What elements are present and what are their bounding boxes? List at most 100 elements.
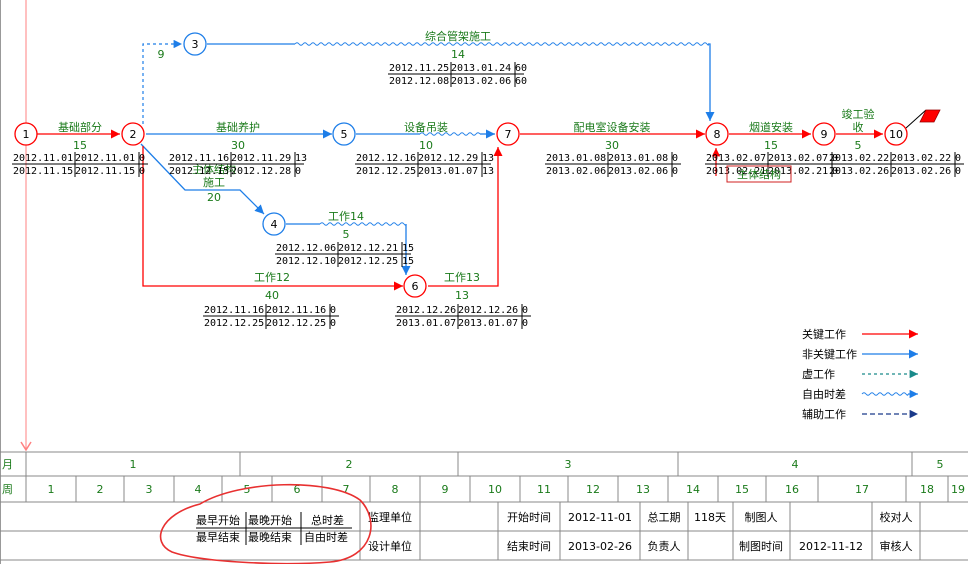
activity-name-1-2: 基础部分: [58, 120, 102, 134]
date-ls: 2012.11.01: [75, 153, 135, 164]
date-ls: 2012.11.29: [231, 153, 291, 164]
activity-duration-9-10: 5: [855, 139, 862, 152]
arrow-2-4[interactable]: [140, 143, 265, 215]
date-ff: 0: [672, 166, 678, 177]
node-7-label: 7: [505, 128, 512, 141]
node-10[interactable]: 10: [884, 122, 908, 146]
node-4[interactable]: 4: [262, 212, 286, 236]
date-lf: 2012.12.28: [231, 166, 291, 177]
date-ff: 60: [515, 76, 527, 87]
node-2[interactable]: 2: [121, 122, 145, 146]
activity-name-4-6: 工作14: [328, 210, 364, 223]
footer-design-label: 设计单位: [368, 539, 412, 553]
date-ef: 2013.01.07: [396, 318, 456, 329]
node-1-label: 1: [23, 128, 30, 141]
arrow-6-7[interactable]: [428, 147, 503, 287]
activity-name-9-10-a: 竣工验: [842, 107, 875, 121]
timescale-month-label: 月: [2, 458, 13, 471]
date-es: 2012.12.26: [396, 305, 456, 316]
time-cursor-arrow-icon: [20, 441, 32, 452]
node-7[interactable]: 7: [496, 122, 520, 146]
node-4-label: 4: [271, 218, 278, 231]
activity-duration-5-7: 10: [419, 139, 433, 152]
date-ef: 2012.12.10: [276, 256, 336, 267]
footer-draft-time-label: 制图时间: [739, 540, 783, 553]
activity-duration-1-2: 15: [73, 139, 87, 152]
month-1: 1: [130, 458, 137, 471]
activity-name-2-5: 基础养护: [216, 120, 260, 134]
date-es: 2012.11.16: [169, 153, 229, 164]
date-lf: 2012.11.15: [75, 166, 135, 177]
node-8[interactable]: 8: [705, 122, 729, 146]
activity-duration-2-3: 9: [158, 48, 165, 61]
month-3: 3: [565, 458, 572, 471]
node-5-label: 5: [341, 128, 348, 141]
activity-duration-7-8: 30: [605, 139, 619, 152]
legend-auxiliary-label: 辅助工作: [802, 407, 846, 421]
date-ff: 0: [522, 318, 528, 329]
node-1[interactable]: 1: [14, 122, 38, 146]
date-es: 2013.01.08: [546, 153, 606, 164]
month-5: 5: [937, 458, 944, 471]
week-14: 14: [686, 483, 700, 496]
date-es: 2012.11.01: [13, 153, 73, 164]
footer-total-label: 总工期: [648, 510, 681, 524]
node-9[interactable]: 9: [812, 122, 836, 146]
month-2: 2: [346, 458, 353, 471]
date-lf: 2013.01.07: [458, 318, 518, 329]
date-lf: 2013.02.21: [768, 166, 828, 177]
activity-duration-6-7: 13: [455, 289, 469, 302]
date-lf: 2013.01.07: [418, 166, 478, 177]
legend-noncritical-label: 非关键工作: [802, 347, 857, 361]
activity-duration-4-6: 5: [343, 228, 350, 241]
node-2-label: 2: [130, 128, 137, 141]
footer-drafter-label: 制图人: [745, 511, 778, 524]
arrow-2-3-dummy[interactable]: [142, 39, 182, 124]
date-es: 2012.12.16: [356, 153, 416, 164]
date-ls: 2012.12.29: [418, 153, 478, 164]
week-5: 5: [244, 483, 251, 496]
arrow-3-8[interactable]: [207, 42, 715, 121]
month-4: 4: [792, 458, 799, 471]
week-16: 16: [785, 483, 799, 496]
node-3[interactable]: 3: [183, 32, 207, 56]
date-es: 2013.02.22: [829, 153, 889, 164]
week-9: 9: [442, 483, 449, 496]
week-6: 6: [294, 483, 301, 496]
date-tf: 0: [832, 153, 838, 164]
key-ef: 最早结束: [196, 531, 240, 544]
node-5[interactable]: 5: [332, 122, 356, 146]
week-11: 11: [537, 483, 551, 496]
activity-name-5-7: 设备吊装: [404, 120, 448, 134]
date-ls: 2012.11.16: [266, 305, 326, 316]
date-tf: 13: [295, 153, 307, 164]
finish-flag-icon: [905, 109, 941, 129]
activity-name-2-6: 工作12: [254, 271, 290, 284]
week-15: 15: [735, 483, 749, 496]
activity-name-9-10-b: 收: [853, 120, 864, 134]
activity-name-2-4-a: 主体结构: [192, 162, 236, 176]
key-tf: 总时差: [311, 513, 344, 527]
legend-freefloat-line: [861, 392, 909, 396]
date-ef: 2012.11.15: [13, 166, 73, 177]
arrow-5-7[interactable]: [356, 129, 495, 139]
arrow-2-6[interactable]: [142, 146, 403, 291]
arrow-4-6[interactable]: [286, 222, 411, 275]
date-ef: 2013.02.06: [546, 166, 606, 177]
node-6[interactable]: 6: [403, 274, 427, 298]
footer-supervise-label: 监理单位: [368, 510, 412, 524]
date-ls: 2013.01.24: [451, 63, 511, 74]
date-ef: 2012.12.25: [356, 166, 416, 177]
week-8: 8: [392, 483, 399, 496]
date-ff: 0: [832, 166, 838, 177]
date-ls: 2012.12.26: [458, 305, 518, 316]
footer-checker-label: 校对人: [880, 510, 913, 524]
legend: 关键工作 非关键工作 虚工作 自由时差 辅助工作: [802, 327, 918, 421]
date-ff: 13: [482, 166, 494, 177]
